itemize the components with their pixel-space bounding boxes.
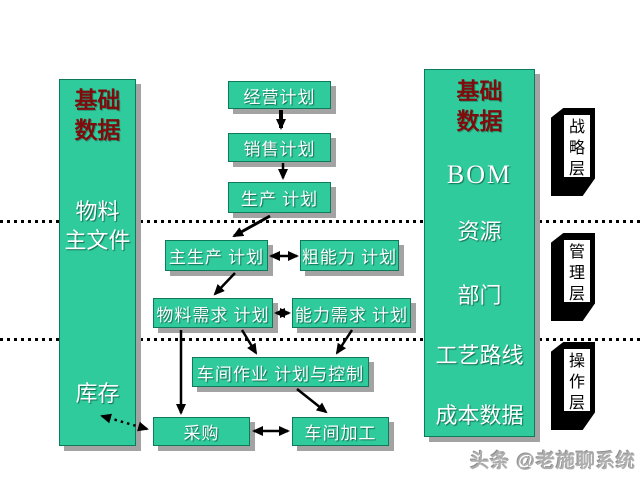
right-basic-data-panel: 基础 数据 BOM 资源 部门 工艺路线 成本数据 [424,69,535,437]
flow-box-sales-plan: 销售计划 [228,133,331,162]
layer-divider-management-operation [0,338,640,341]
layer-tag-operation: 操作层 [551,342,595,430]
right-panel-item-cost-data: 成本数据 [435,403,524,428]
layer-tag-strategy-label: 战略层 [564,115,590,177]
flow-box-business-plan: 经营计划 [228,81,331,109]
arrow-mrp-to-sfc [240,329,258,355]
flow-box-material-requirements-plan: 物料需求 计划 [153,298,273,328]
arrow-production-to-mps [232,214,271,238]
flow-box-shop-processing: 车间加工 [292,417,389,446]
flow-box-purchasing: 采购 [153,417,250,446]
flow-box-shop-floor-control: 车间作业 计划与控制 [192,357,369,387]
flow-box-production-plan: 生产 计划 [228,182,331,213]
right-panel-item-bom: BOM [446,160,513,189]
right-panel-title: 基础 数据 [456,79,503,134]
flow-box-rough-cut-capacity-plan: 粗能力 计划 [300,240,399,271]
layer-tag-management: 管理层 [551,233,595,321]
right-panel-item-departments: 部门 [457,283,502,308]
layer-divider-strategy-management [0,220,640,223]
arrow-mps-to-mrp [213,272,236,296]
layer-tag-management-label: 管理层 [564,240,590,302]
arrow-sfc-to-shop [296,388,328,414]
right-panel-item-resources: 资源 [457,219,502,244]
arrow-crp-to-sfc [335,329,354,355]
left-panel-item-inventory: 库存 [75,381,120,406]
right-panel-item-routing: 工艺路线 [435,343,524,368]
left-basic-data-panel: 基础 数据 物料 主文件 库存 [59,79,136,446]
layer-tag-operation-label: 操作层 [564,349,590,411]
flow-box-capacity-requirements-plan: 能力需求 计划 [292,298,411,328]
flow-box-master-production-schedule: 主生产 计划 [165,240,268,271]
watermark: 头条 @老施聊系统 [470,451,636,472]
layer-tag-strategy: 战略层 [551,108,595,196]
left-panel-item-material-master: 物料 主文件 [64,199,131,253]
left-panel-title: 基础 数据 [74,88,121,143]
